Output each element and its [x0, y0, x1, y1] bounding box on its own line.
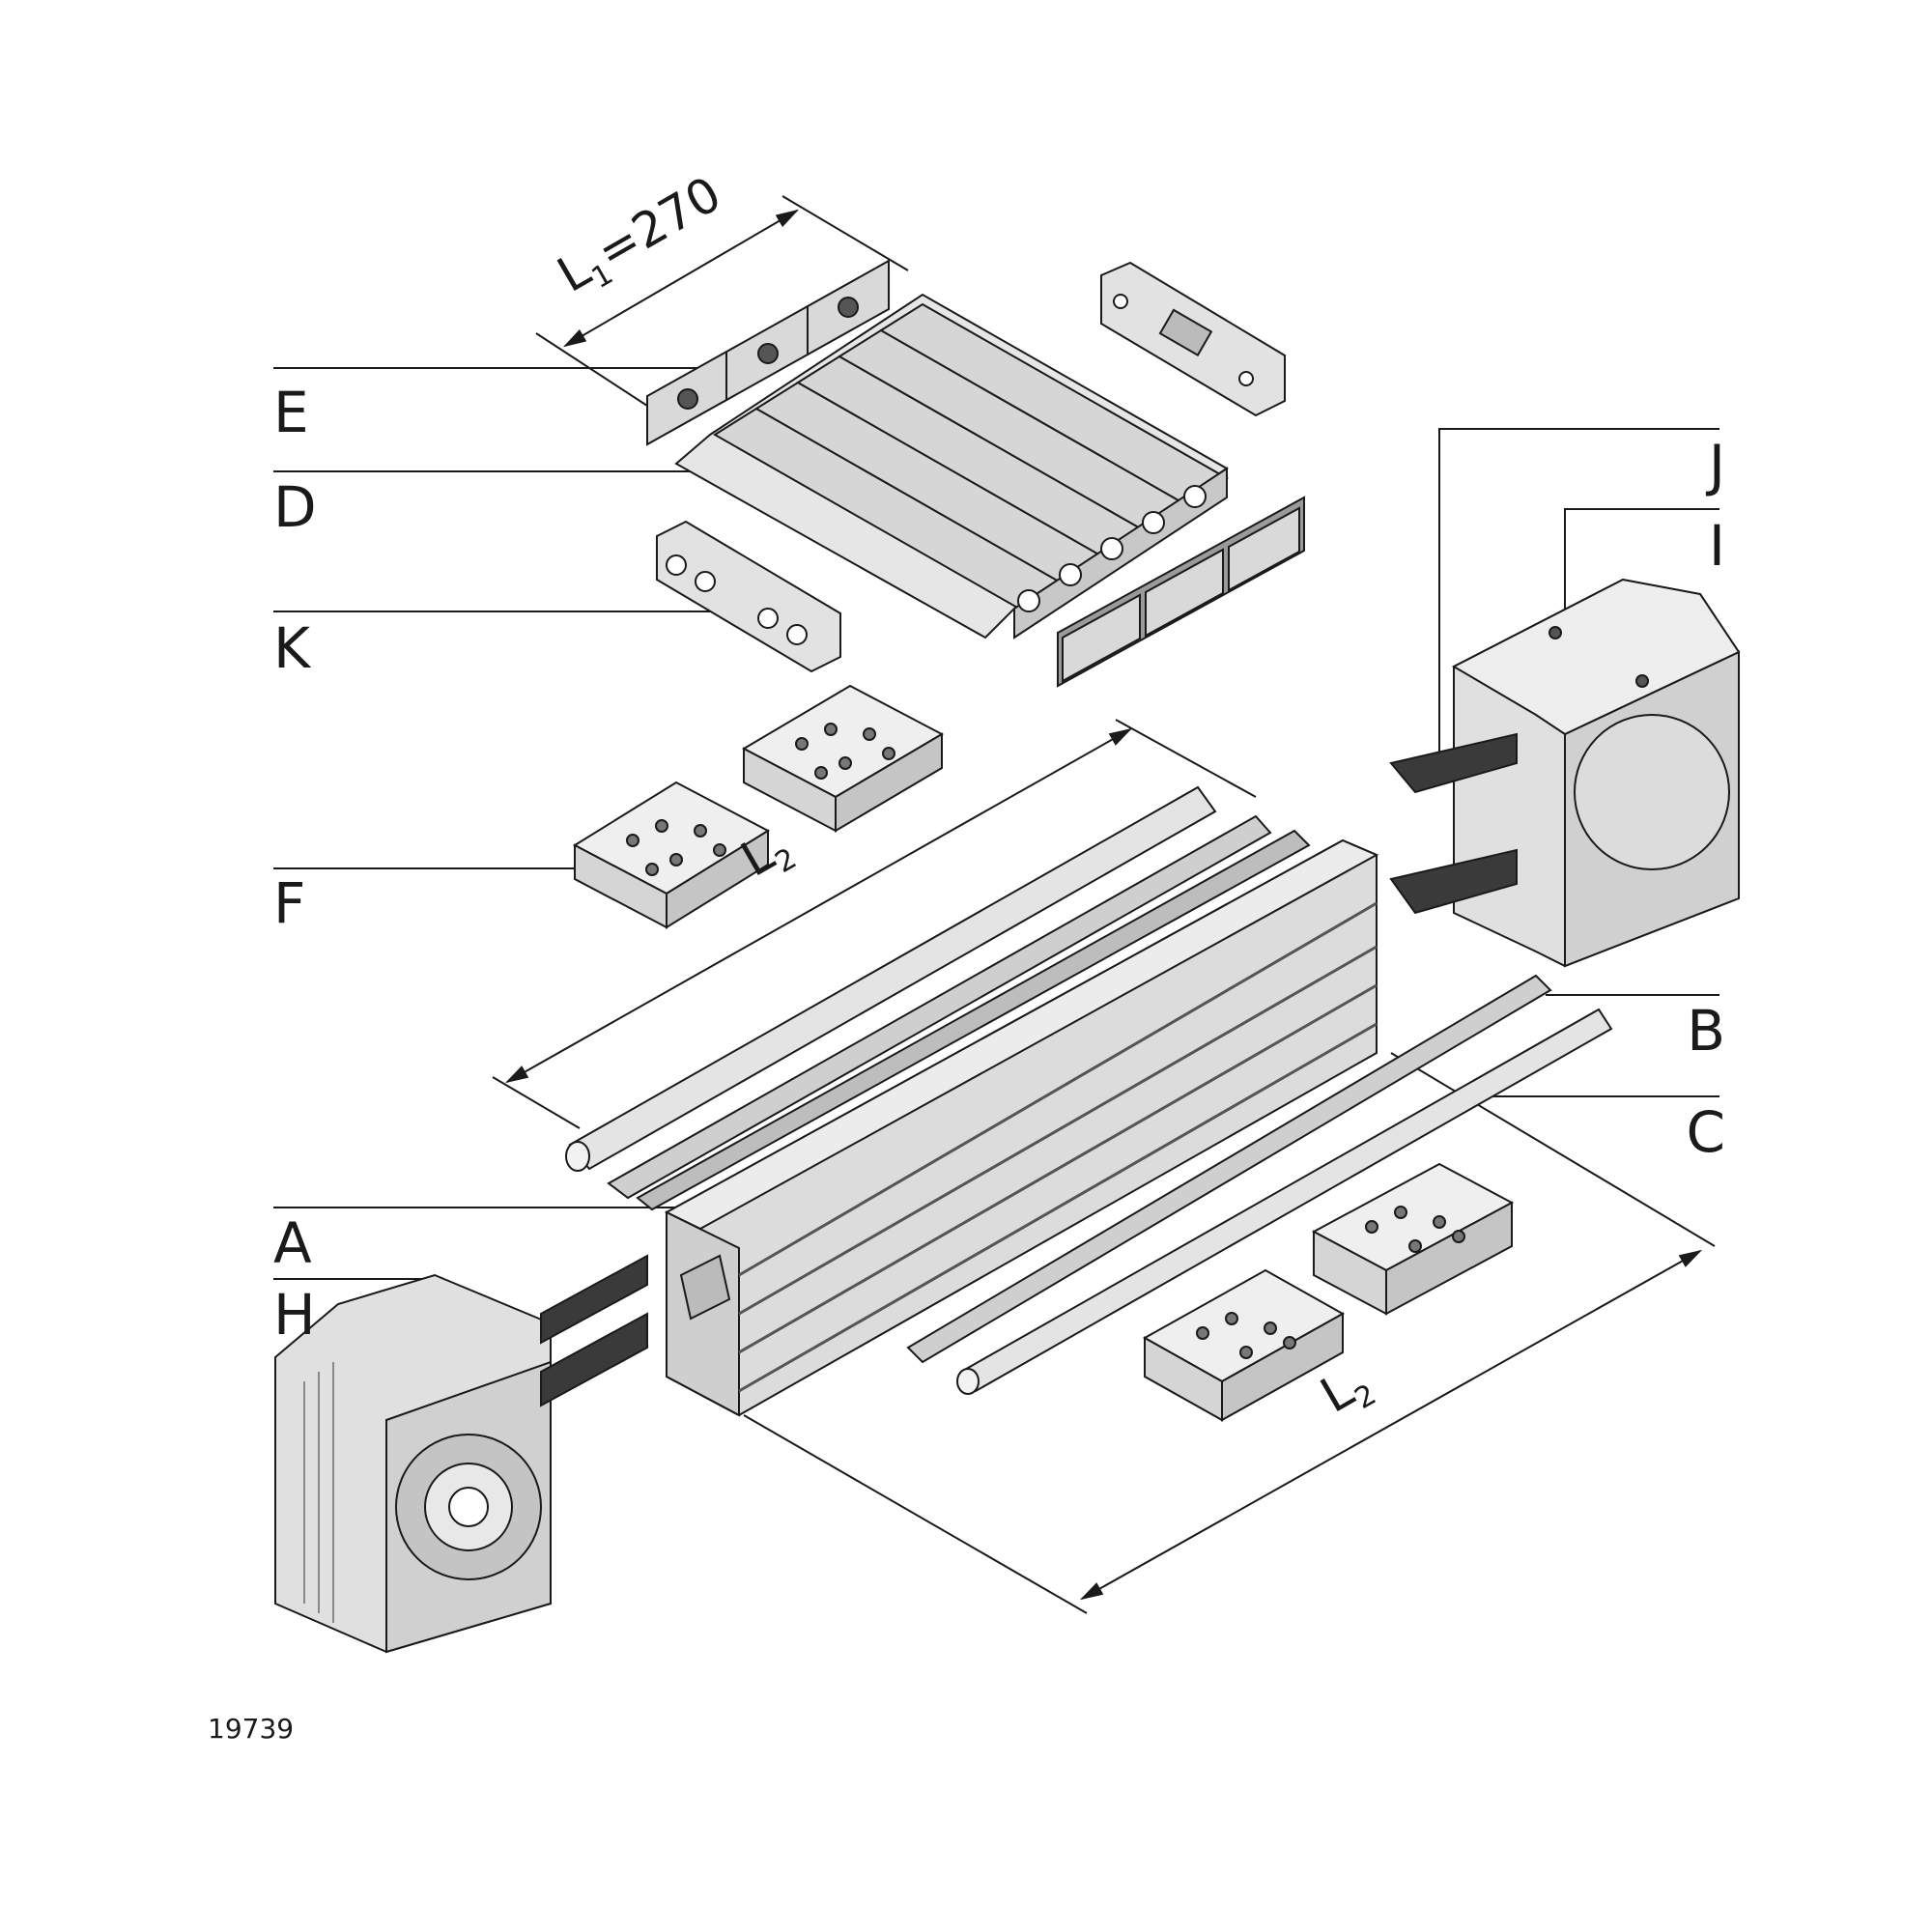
rail-b [906, 974, 1552, 1364]
end-block-top-right [1100, 261, 1286, 417]
label-f: F [273, 870, 306, 936]
dimension-lines [492, 195, 1716, 1614]
carriage-f-upper [741, 684, 945, 833]
label-c: C [1686, 1099, 1726, 1165]
label-i: I [1708, 513, 1725, 579]
leader-lines [273, 367, 1719, 1280]
profile-plate-d [674, 293, 1229, 639]
leader-j [1438, 428, 1719, 773]
main-profile-a [664, 838, 1379, 1417]
end-block-k [656, 520, 841, 673]
label-b: B [1687, 998, 1725, 1064]
label-d: D [273, 474, 317, 540]
leader-i [1564, 508, 1719, 638]
label-k: K [273, 615, 311, 681]
end-strip-e [646, 259, 890, 446]
figure-number: 19739 [208, 1713, 295, 1745]
drive-housing-h [274, 1254, 648, 1654]
upper-rod [565, 785, 1311, 1211]
carriage-lower-right-2 [1142, 1268, 1346, 1422]
rod-c [956, 1008, 1613, 1395]
label-a: A [273, 1210, 312, 1276]
drive-housing-i [1389, 578, 1741, 968]
carriage-lower-right-1 [1311, 1162, 1515, 1316]
label-e: E [273, 380, 309, 445]
cover-strip [1057, 496, 1305, 688]
label-h: H [273, 1282, 316, 1348]
carriage-f-lower [572, 781, 771, 929]
label-j: J [1708, 433, 1725, 498]
